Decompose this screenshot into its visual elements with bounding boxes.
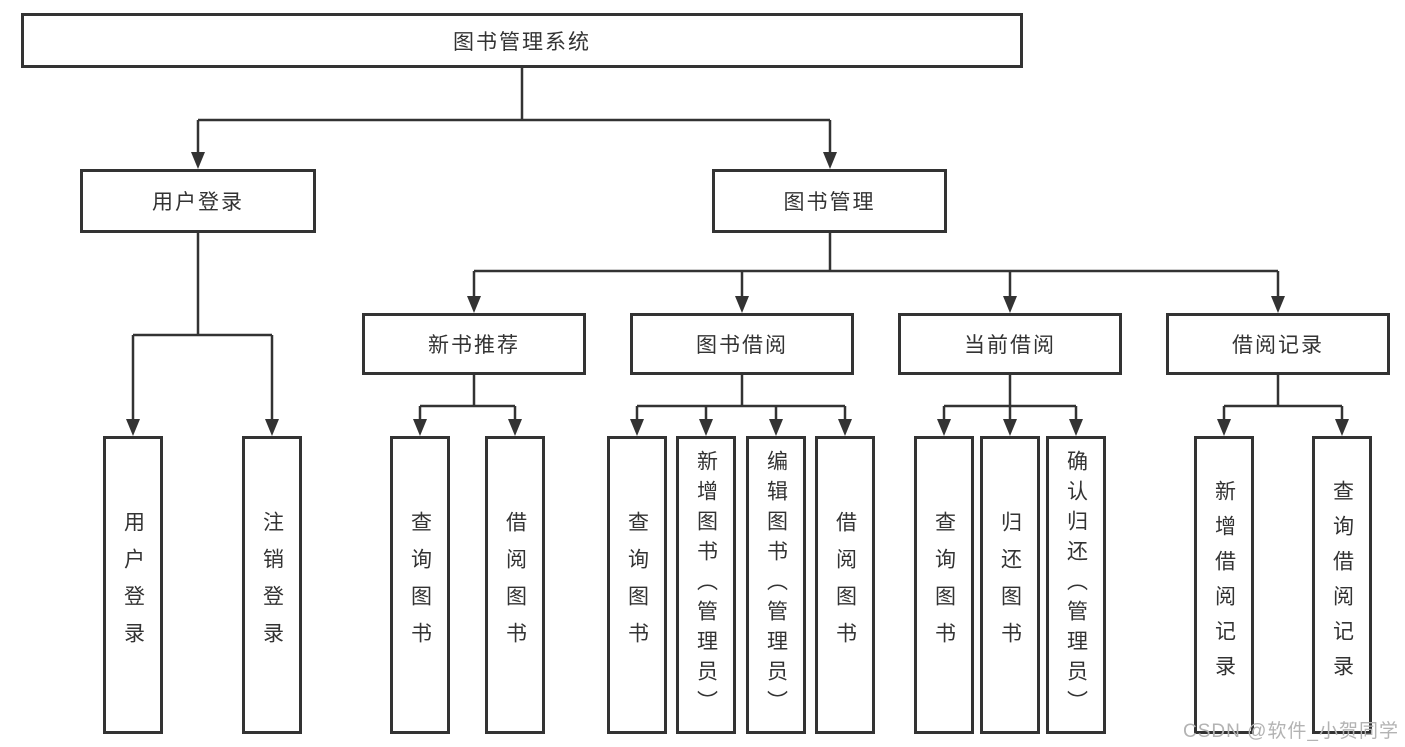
leaf-edit-book-admin-label: 编辑图书（管理员）: [764, 450, 788, 720]
node-current-borrow-label: 当前借阅: [964, 334, 1056, 357]
arrowheads: [126, 152, 1349, 436]
leaf-confirm-return-admin-label: 确认归还（管理员）: [1064, 450, 1088, 720]
arrowhead: [699, 419, 713, 436]
arrowhead: [1217, 419, 1231, 436]
leaf-query-borrow-record-label: 查询借阅记录: [1330, 480, 1354, 690]
arrowhead: [937, 419, 951, 436]
leaf-query-books-current-label: 查询图书: [932, 511, 956, 659]
leaf-add-book-admin-label: 新增图书（管理员）: [694, 450, 718, 720]
leaf-edit-book-admin: 编辑图书（管理员）: [746, 436, 806, 734]
node-current-borrow: 当前借阅: [898, 313, 1122, 375]
arrowhead: [735, 296, 749, 313]
arrowhead: [823, 152, 837, 169]
node-borrow-records: 借阅记录: [1166, 313, 1390, 375]
leaf-query-books-current: 查询图书: [914, 436, 974, 734]
connector-user-login: [131, 233, 274, 421]
arrowhead: [1335, 419, 1349, 436]
watermark-text: CSDN @软件_小贺同学: [1183, 721, 1399, 742]
arrowhead: [838, 419, 852, 436]
node-book-borrow: 图书借阅: [630, 313, 854, 375]
leaf-query-books-borrow-label: 查询图书: [625, 511, 649, 659]
node-new-book-recommend-label: 新书推荐: [428, 334, 520, 357]
arrowhead: [1069, 419, 1083, 436]
arrowhead: [630, 419, 644, 436]
connector-book-management: [472, 233, 1280, 298]
connector-paths: [131, 68, 1344, 421]
node-book-management: 图书管理: [712, 169, 947, 233]
leaf-return-book: 归还图书: [980, 436, 1040, 734]
leaf-logout-label: 注销登录: [260, 511, 284, 659]
leaf-query-books-recommend-label: 查询图书: [408, 511, 432, 659]
connector-borrow-records: [1222, 375, 1344, 421]
leaf-borrow-books-recommend: 借阅图书: [485, 436, 545, 734]
leaf-borrow-books-borrow: 借阅图书: [815, 436, 875, 734]
node-root-label: 图书管理系统: [453, 30, 591, 54]
node-root: 图书管理系统: [21, 13, 1023, 68]
leaf-add-borrow-record-label: 新增借阅记录: [1212, 480, 1236, 690]
node-new-book-recommend: 新书推荐: [362, 313, 586, 375]
leaf-logout: 注销登录: [242, 436, 302, 734]
leaf-user-login-label: 用户登录: [121, 511, 145, 659]
connector-current-borrow: [942, 375, 1078, 421]
connector-book-borrow: [635, 375, 847, 421]
connector-new-book-recommend: [418, 375, 517, 421]
leaf-add-borrow-record: 新增借阅记录: [1194, 436, 1254, 734]
node-user-login: 用户登录: [80, 169, 316, 233]
node-book-management-label: 图书管理: [783, 191, 876, 214]
node-user-login-label: 用户登录: [152, 191, 244, 214]
leaf-query-books-borrow: 查询图书: [607, 436, 667, 734]
arrowhead: [413, 419, 427, 436]
arrowhead: [126, 419, 140, 436]
leaf-confirm-return-admin: 确认归还（管理员）: [1046, 436, 1106, 734]
leaf-query-books-recommend: 查询图书: [390, 436, 450, 734]
connector-root: [196, 68, 832, 154]
arrowhead: [467, 296, 481, 313]
arrowhead: [265, 419, 279, 436]
node-book-borrow-label: 图书借阅: [696, 334, 788, 357]
leaf-add-book-admin: 新增图书（管理员）: [676, 436, 736, 734]
leaf-query-borrow-record: 查询借阅记录: [1312, 436, 1372, 734]
node-borrow-records-label: 借阅记录: [1232, 334, 1324, 357]
leaf-user-login: 用户登录: [103, 436, 163, 734]
leaf-return-book-label: 归还图书: [998, 511, 1022, 659]
arrowhead: [508, 419, 522, 436]
arrowhead: [1003, 419, 1017, 436]
leaf-borrow-books-borrow-label: 借阅图书: [833, 511, 857, 659]
arrowhead: [191, 152, 205, 169]
arrowhead: [1271, 296, 1285, 313]
arrowhead: [769, 419, 783, 436]
leaf-borrow-books-recommend-label: 借阅图书: [503, 511, 527, 659]
arrowhead: [1003, 296, 1017, 313]
